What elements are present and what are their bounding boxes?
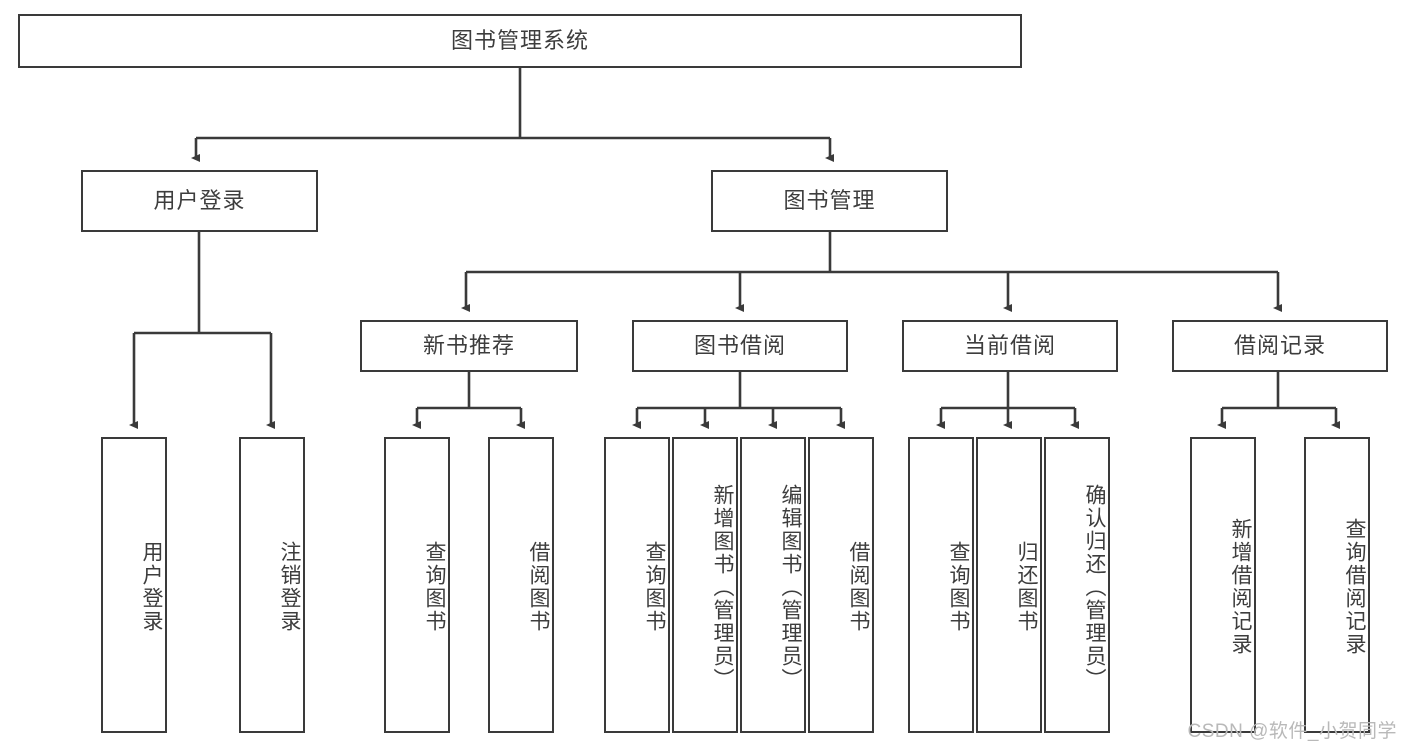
node-leaf-user-login-label: 用户登录 — [140, 541, 163, 633]
node-leaf-query-book-1-label: 查询图书 — [423, 541, 446, 633]
node-leaf-edit-book-label: 编辑图书（管理员） — [779, 483, 802, 691]
node-leaf-query-book-1[interactable]: 查询图书 — [384, 437, 450, 733]
node-leaf-query-book-3-label: 查询图书 — [947, 541, 970, 633]
node-leaf-query-record-label: 查询借阅记录 — [1343, 518, 1366, 656]
csdn-watermark: CSDN @软件_小贺同学 — [1187, 721, 1397, 742]
node-leaf-user-login[interactable]: 用户登录 — [101, 437, 167, 733]
node-leaf-borrow-book-2-label: 借阅图书 — [847, 541, 870, 633]
node-leaf-query-book-2[interactable]: 查询图书 — [604, 437, 670, 733]
node-leaf-query-record[interactable]: 查询借阅记录 — [1304, 437, 1370, 733]
node-leaf-return-book-label: 归还图书 — [1015, 541, 1038, 633]
node-book-manage[interactable]: 图书管理 — [711, 170, 948, 232]
node-leaf-add-book[interactable]: 新增图书（管理员） — [672, 437, 738, 733]
node-leaf-confirm-return[interactable]: 确认归还（管理员） — [1044, 437, 1110, 733]
node-root-system[interactable]: 图书管理系统 — [18, 14, 1022, 68]
node-leaf-edit-book[interactable]: 编辑图书（管理员） — [740, 437, 806, 733]
node-current-borrow[interactable]: 当前借阅 — [902, 320, 1118, 372]
node-leaf-query-book-3[interactable]: 查询图书 — [908, 437, 974, 733]
node-book-borrow[interactable]: 图书借阅 — [632, 320, 848, 372]
node-new-book-recommend[interactable]: 新书推荐 — [360, 320, 578, 372]
node-leaf-borrow-book-2[interactable]: 借阅图书 — [808, 437, 874, 733]
node-leaf-add-book-label: 新增图书（管理员） — [711, 483, 734, 691]
node-leaf-query-book-2-label: 查询图书 — [643, 541, 666, 633]
node-leaf-add-record-label: 新增借阅记录 — [1229, 518, 1252, 656]
node-leaf-add-record[interactable]: 新增借阅记录 — [1190, 437, 1256, 733]
node-leaf-borrow-book-1[interactable]: 借阅图书 — [488, 437, 554, 733]
node-leaf-return-book[interactable]: 归还图书 — [976, 437, 1042, 733]
node-borrow-record[interactable]: 借阅记录 — [1172, 320, 1388, 372]
node-leaf-user-logout[interactable]: 注销登录 — [239, 437, 305, 733]
node-user-login[interactable]: 用户登录 — [81, 170, 318, 232]
node-leaf-borrow-book-1-label: 借阅图书 — [527, 541, 550, 633]
node-leaf-confirm-return-label: 确认归还（管理员） — [1083, 483, 1106, 691]
node-leaf-user-logout-label: 注销登录 — [278, 541, 301, 633]
